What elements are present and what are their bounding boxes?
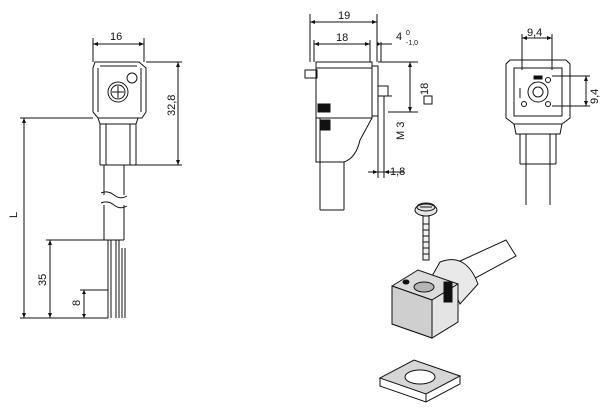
side-tol-upper: 0 <box>406 30 410 37</box>
side-tol-lower: -1,0 <box>406 40 418 47</box>
side-height-label: 18 <box>419 83 431 95</box>
front-width-label: 16 <box>110 31 122 43</box>
side-view <box>304 14 433 211</box>
end-view <box>505 34 590 205</box>
end-height-label: 9,4 <box>589 89 601 104</box>
front-height-label: 32,8 <box>166 95 178 116</box>
side-inner-width-label: 18 <box>336 32 348 44</box>
wire-end-label: 8 <box>71 300 83 306</box>
thread-label: M 3 <box>395 122 407 140</box>
end-width-label: 9,4 <box>527 27 542 39</box>
front-view <box>20 38 182 319</box>
strip-length-label: 35 <box>37 274 49 286</box>
side-offset-label: 4 <box>396 31 402 43</box>
cable-length-label: L <box>8 212 20 218</box>
pin-label: 1,8 <box>390 166 405 178</box>
side-width-label: 19 <box>338 10 350 22</box>
isometric-view <box>378 202 517 403</box>
